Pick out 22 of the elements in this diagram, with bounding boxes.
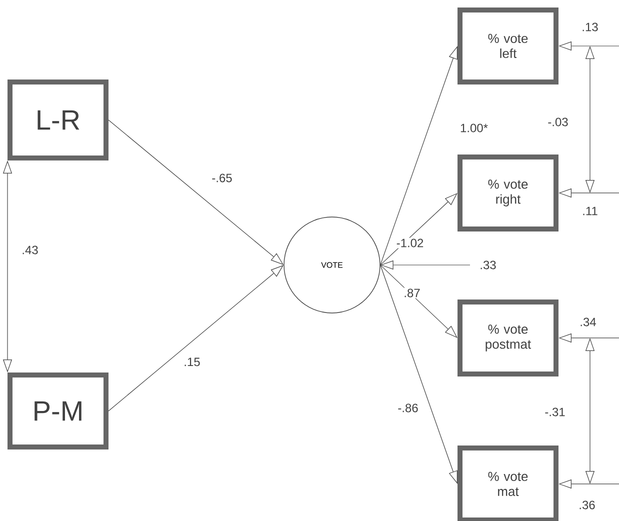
variable-box: % vote left [458, 8, 558, 84]
variable-box: % vote postmat [458, 300, 558, 376]
variable-box: % vote right [458, 154, 558, 232]
variable-box: P-M [8, 372, 108, 450]
variable-box: % vote mat [458, 445, 558, 521]
edge-label: -1.02 [395, 238, 425, 248]
edge-label: -.65 [210, 172, 234, 184]
covariance-label: -.03 [546, 116, 570, 128]
edge-label: .87 [402, 288, 422, 298]
arrow [380, 193, 458, 266]
variable-box: L-R [8, 80, 108, 160]
edge-label: .36 [578, 500, 596, 510]
edge-label: .43 [20, 244, 40, 256]
edge-label: .33 [478, 260, 498, 270]
covariance-label: -.31 [544, 406, 566, 418]
edge-label: .34 [578, 316, 598, 328]
edge-label: .13 [580, 22, 600, 32]
edge-label: 1.00* [458, 122, 490, 134]
arrow [380, 264, 458, 338]
edge-label: .11 [581, 206, 599, 216]
edge-label: -.86 [396, 402, 420, 414]
edge-label: .15 [182, 356, 202, 368]
